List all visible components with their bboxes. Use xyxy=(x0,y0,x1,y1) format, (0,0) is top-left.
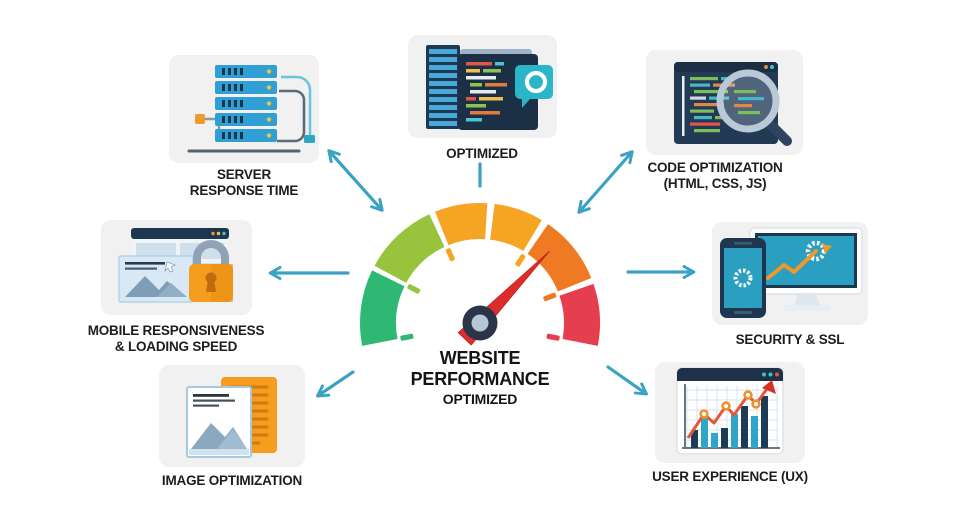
server-stack-icon xyxy=(187,65,315,153)
gauge-title: WEBSITE PERFORMANCE OPTIMIZED xyxy=(380,348,580,409)
code-editor-icon xyxy=(426,45,553,130)
label-optimized: OPTIMIZED xyxy=(446,146,518,161)
image-document-icon xyxy=(186,377,277,458)
card-security-ssl xyxy=(712,222,868,325)
gauge-segment-amber xyxy=(435,202,542,267)
label-user-experience: USER EXPERIENCE (UX) xyxy=(652,469,808,484)
label-image-optimization: IMAGE OPTIMIZATION xyxy=(161,473,303,488)
gauge-segment-light-green xyxy=(374,214,445,294)
connector-arrows xyxy=(268,149,696,398)
label-code-optimization: CODE OPTIMIZATION(HTML, CSS, JS) xyxy=(647,160,783,192)
arrow-code-to-gauge xyxy=(577,150,634,214)
analytics-chart-icon xyxy=(676,367,784,455)
card-mobile-responsiveness xyxy=(101,220,252,315)
gauge-segment-orange xyxy=(527,224,592,302)
gauge-title-line2: PERFORMANCE xyxy=(410,369,550,390)
card-optimized xyxy=(408,35,557,138)
gauge-hub-center xyxy=(471,314,489,332)
card-image-optimization xyxy=(159,365,305,467)
card-code-optimization xyxy=(646,50,803,155)
arrow-server-to-gauge xyxy=(327,149,384,212)
gauge-title-line1: WEBSITE xyxy=(439,348,521,368)
arrow-gauge-to-image xyxy=(316,370,355,398)
card-server-response-time xyxy=(169,55,319,163)
gauge-segment-green xyxy=(359,270,414,346)
gauge-title-line3: OPTIMIZED xyxy=(442,391,518,408)
arrow-gauge-to-ux xyxy=(606,365,648,396)
browser-lock-icon xyxy=(118,228,233,303)
card-user-experience xyxy=(655,362,805,463)
code-magnifier-icon xyxy=(674,62,792,146)
label-security-ssl: SECURITY & SSL xyxy=(735,332,845,347)
speedometer-gauge xyxy=(359,202,601,346)
gauge-segment-red xyxy=(546,283,601,346)
devices-loading-icon xyxy=(720,227,863,318)
label-mobile-responsiveness: MOBILE RESPONSIVENESS& LOADING SPEED xyxy=(87,323,265,355)
